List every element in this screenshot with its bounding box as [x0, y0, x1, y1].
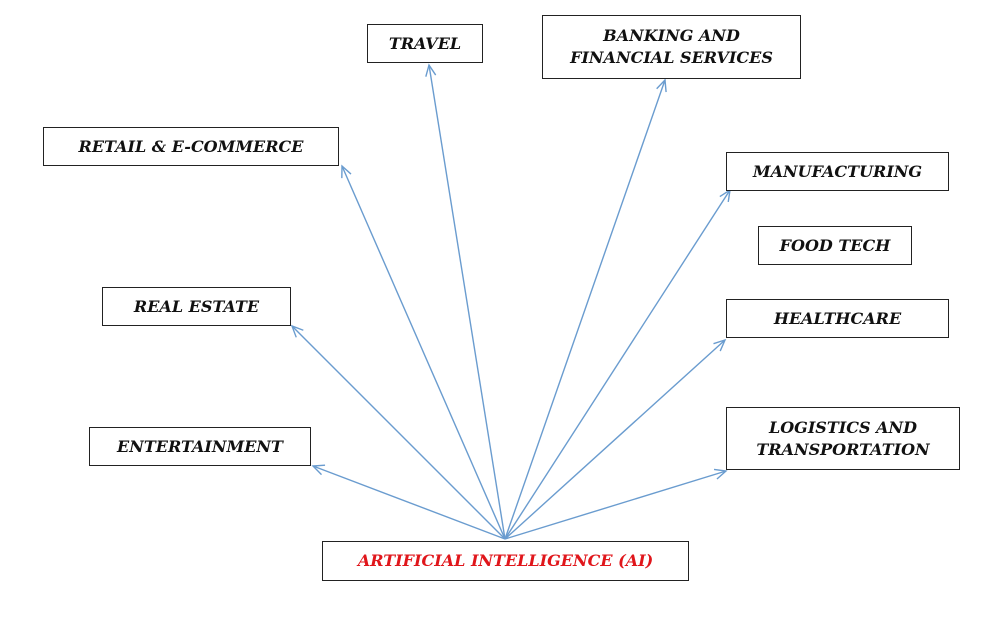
center-label: ARTIFICIAL INTELLIGENCE (AI) — [357, 551, 654, 570]
node-entertainment: ENTERTAINMENT — [89, 427, 311, 466]
node-manufacturing-label: MANUFACTURING — [752, 161, 923, 181]
node-foodtech: FOOD TECH — [758, 226, 912, 265]
node-realestate-label: REAL ESTATE — [133, 296, 260, 316]
connector-arrows — [290, 63, 731, 540]
node-travel-label: TRAVEL — [388, 33, 462, 53]
arrow-to-logistics — [504, 468, 728, 540]
arrow-to-realestate — [290, 324, 506, 540]
arrow-to-entertainment — [311, 464, 506, 540]
node-entertainment-label: ENTERTAINMENT — [117, 436, 283, 456]
node-foodtech-label: FOOD TECH — [779, 235, 891, 255]
node-manufacturing: MANUFACTURING — [726, 152, 949, 191]
arrow-to-retail — [341, 164, 506, 540]
arrow-to-manufacturing — [504, 188, 731, 540]
arrow-to-healthcare — [504, 338, 727, 540]
node-banking-text: BANKING AND FINANCIAL SERVICES — [570, 25, 773, 69]
node-retail-label: RETAIL & E-COMMERCE — [78, 136, 304, 156]
node-realestate: REAL ESTATE — [102, 287, 291, 326]
node-banking-label-line2: FINANCIAL SERVICES — [570, 48, 773, 67]
node-logistics-text: LOGISTICS AND TRANSPORTATION — [756, 417, 929, 461]
node-banking-label-line1: BANKING AND — [603, 26, 740, 45]
arrow-to-travel — [425, 63, 506, 540]
node-healthcare: HEALTHCARE — [726, 299, 949, 338]
node-healthcare-label: HEALTHCARE — [773, 308, 902, 328]
node-logistics-label-line2: TRANSPORTATION — [756, 439, 930, 459]
node-banking: BANKING AND FINANCIAL SERVICES — [542, 15, 801, 79]
node-travel: TRAVEL — [367, 24, 483, 63]
node-logistics-label-line1: LOGISTICS AND — [768, 417, 918, 437]
node-artificial-intelligence: ARTIFICIAL INTELLIGENCE (AI) — [322, 541, 689, 581]
node-logistics: LOGISTICS AND TRANSPORTATION — [726, 407, 960, 470]
arrow-to-banking — [504, 78, 667, 540]
node-retail: RETAIL & E-COMMERCE — [43, 127, 339, 166]
